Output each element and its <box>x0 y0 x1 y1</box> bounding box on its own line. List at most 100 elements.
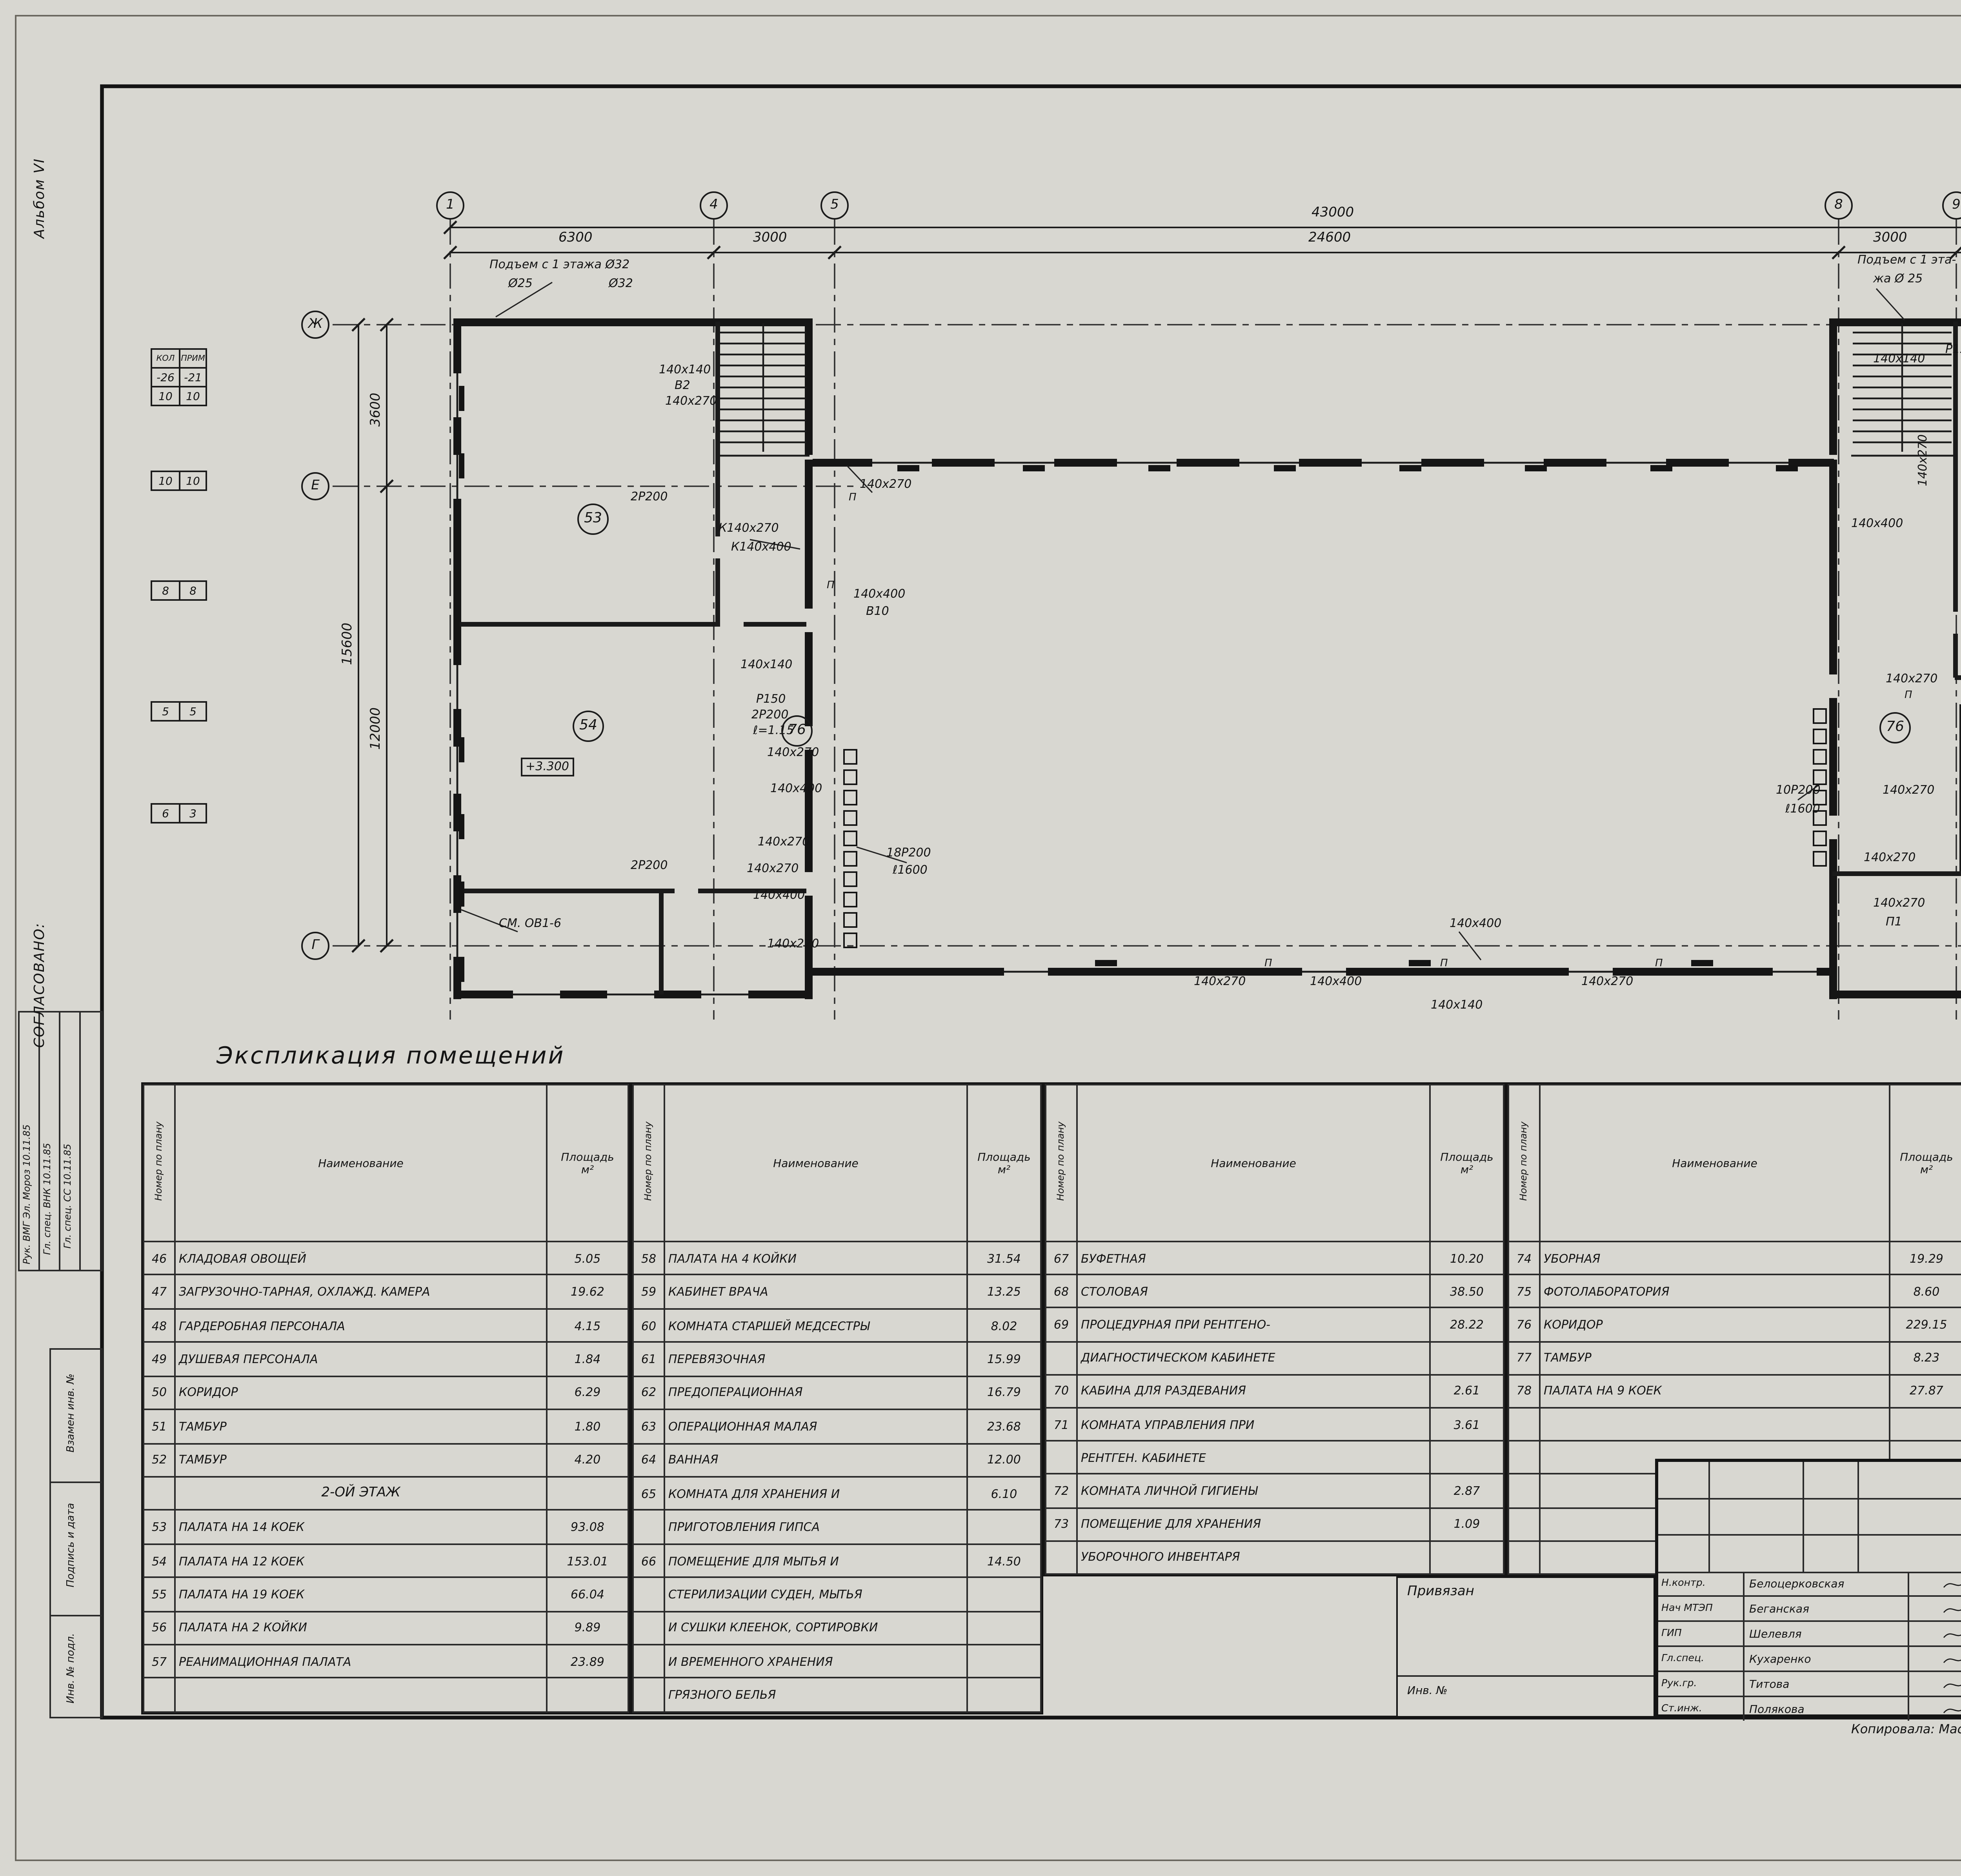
signature <box>1909 1572 1961 1595</box>
explication-row: 63 ОПЕРАЦИОННАЯ МАЛАЯ 23.68 <box>632 1409 1042 1444</box>
signer-name: Полякова <box>1745 1697 1909 1721</box>
walls-outer <box>453 318 1961 999</box>
room-area-cell <box>546 1476 629 1511</box>
explication-row: ПРИГОТОВЛЕНИЯ ГИПСА <box>632 1509 1042 1545</box>
room-name-cell: КОРИДОР <box>174 1375 548 1411</box>
plan-annotation: П <box>1655 957 1663 969</box>
room-number: 76 <box>1879 712 1911 743</box>
room-area-cell: 153.01 <box>546 1543 629 1578</box>
room-name-cell: КОМНАТА ЛИЧНОЙ ГИГИЕНЫ <box>1076 1473 1431 1509</box>
walls-interior <box>460 322 1961 994</box>
signer-role: Ст.инж. <box>1658 1697 1745 1721</box>
signer-row: Н.контр. Белоцерковская 05.11.85 <box>1658 1572 1961 1597</box>
plan-annotation: П <box>827 579 835 591</box>
room-number-cell <box>1508 1407 1541 1442</box>
room-name-cell: КАБИНА ДЛЯ РАЗДЕВАНИЯ <box>1076 1373 1431 1409</box>
explication-row: И СУШКИ КЛЕЕНОК, СОРТИРОВКИ <box>632 1610 1042 1646</box>
margin-stamp-boxes <box>18 1011 103 1718</box>
plan-annotation: Ø32 <box>609 276 633 290</box>
explication-row: 48 ГАРДЕРОБНАЯ ПЕРСОНАЛА 4.15 <box>143 1308 629 1343</box>
room-name-cell: КОМНАТА УПРАВЛЕНИЯ ПРИ <box>1076 1407 1431 1442</box>
plan-annotation: 140х270 <box>1883 783 1935 797</box>
room-area-cell: 4.20 <box>546 1442 629 1478</box>
room-number-cell <box>1508 1506 1541 1542</box>
room-number-cell: 62 <box>632 1375 665 1411</box>
signer-row: Ст.инж. Полякова 12.11.85 <box>1658 1697 1961 1721</box>
room-name-cell: ДИАГНОСТИЧЕСКОМ КАБИНЕТЕ <box>1076 1340 1431 1376</box>
room-area-cell: 8.02 <box>966 1308 1042 1343</box>
room-area-cell: 6.10 <box>966 1476 1042 1511</box>
room-area-cell: 10.20 <box>1429 1240 1504 1276</box>
explication-row: 65 КОМНАТА ДЛЯ ХРАНЕНИЯ И 6.10 <box>632 1476 1042 1511</box>
signer-row: ГИП Шелевля 10.11.85 <box>1658 1622 1961 1647</box>
room-name-cell: ОПЕРАЦИОННАЯ МАЛАЯ <box>664 1409 968 1444</box>
axis-marker: 1 <box>436 191 464 220</box>
axis-marker: Ж <box>301 311 329 339</box>
explication-row: ДИАГНОСТИЧЕСКОМ КАБИНЕТЕ <box>1045 1340 1504 1376</box>
room-area-cell: 1.84 <box>546 1342 629 1377</box>
room-number-cell <box>632 1509 665 1545</box>
plan-dimension: 43000 <box>1312 205 1354 221</box>
explication-row: ГРЯЗНОГО БЕЛЬЯ <box>632 1677 1042 1713</box>
room-area-cell: 8.60 <box>1889 1274 1961 1309</box>
plan-annotation: 140х270 <box>1873 896 1925 910</box>
signature <box>1909 1647 1961 1671</box>
room-number-cell: 69 <box>1045 1307 1078 1342</box>
room-number-cell: 67 <box>1045 1240 1078 1276</box>
explication-row: 62 ПРЕДОПЕРАЦИОННАЯ 16.79 <box>632 1375 1042 1411</box>
explication-row <box>1508 1407 1961 1442</box>
room-number-cell: 54 <box>143 1543 176 1578</box>
room-area-cell <box>966 1644 1042 1679</box>
plan-annotation: 140х270 <box>1194 974 1246 988</box>
signature <box>1909 1622 1961 1645</box>
margin-label: Альбом VI <box>33 158 49 238</box>
paper-border <box>15 15 1961 1861</box>
room-name-cell: ГАРДЕРОБНАЯ ПЕРСОНАЛА <box>174 1308 548 1343</box>
room-number-cell: 78 <box>1508 1373 1541 1409</box>
col-header-name: Наименование <box>1076 1084 1431 1242</box>
plan-annotation: 140х270 <box>860 477 912 491</box>
plan-annotation: П <box>1440 957 1448 969</box>
signer-row: Рук.гр. Титова 10.11.85 <box>1658 1672 1961 1697</box>
axis-marker: 9 <box>1942 191 1961 220</box>
plan-annotation: В10 <box>866 604 889 618</box>
explication-row: И ВРЕМЕННОГО ХРАНЕНИЯ <box>632 1644 1042 1679</box>
plan-dimension: 12000 <box>369 707 384 750</box>
plan-dimension: 6300 <box>558 231 593 246</box>
plan-annotation: Р150 <box>756 692 786 706</box>
duct-risers <box>843 708 1827 948</box>
col-header-num: Номер по плану <box>1508 1084 1541 1242</box>
explication-row: 68 СТОЛОВАЯ 38.50 <box>1045 1274 1504 1309</box>
room-number-cell: 74 <box>1508 1240 1541 1276</box>
room-area-cell: 1.80 <box>546 1409 629 1444</box>
signer-role: Гл.спец. <box>1658 1647 1745 1671</box>
room-name-cell: ГРЯЗНОГО БЕЛЬЯ <box>664 1677 968 1713</box>
room-name-cell: ПРЕДОПЕРАЦИОННАЯ <box>664 1375 968 1411</box>
explication-row: 50 КОРИДОР 6.29 <box>143 1375 629 1411</box>
explication-row: 78 ПАЛАТА НА 9 КОЕК 27.87 <box>1508 1373 1961 1409</box>
room-number-cell: 75 <box>1508 1274 1541 1309</box>
plan-annotation: 140х400 <box>770 781 822 795</box>
explication-row: 74 УБОРНАЯ 19.29 <box>1508 1240 1961 1276</box>
plan-annotation: 140х270 <box>758 834 810 849</box>
room-number-cell: 72 <box>1045 1473 1078 1509</box>
plan-annotation: Подъем с 1 этажа Ø32 <box>489 257 630 271</box>
room-area-cell: 13.25 <box>966 1274 1042 1310</box>
title-block: Т.П. 224-1-463.86 ОВ1 Средняя общеобразо… <box>1655 1459 1961 1721</box>
room-area-cell <box>1429 1540 1504 1575</box>
margin-label: Инв. № подл. <box>64 1633 77 1703</box>
room-number-cell: 60 <box>632 1308 665 1343</box>
explication-row: 58 ПАЛАТА НА 4 КОЙКИ 31.54 <box>632 1240 1042 1276</box>
explication-row: 66 ПОМЕЩЕНИЕ ДЛЯ МЫТЬЯ И 14.50 <box>632 1543 1042 1578</box>
plan-annotation: 140х270 <box>1581 974 1634 988</box>
plan-annotation: 140х270 <box>767 745 819 759</box>
room-name-cell: ПРОЦЕДУРНАЯ ПРИ РЕНТГЕНО- <box>1076 1307 1431 1342</box>
signer-row: Нач МТЭП Беганская 10.11.85 <box>1658 1597 1961 1622</box>
room-number-cell <box>143 1476 176 1511</box>
axis-marker: Г <box>301 932 329 960</box>
room-number-cell <box>1045 1440 1078 1475</box>
